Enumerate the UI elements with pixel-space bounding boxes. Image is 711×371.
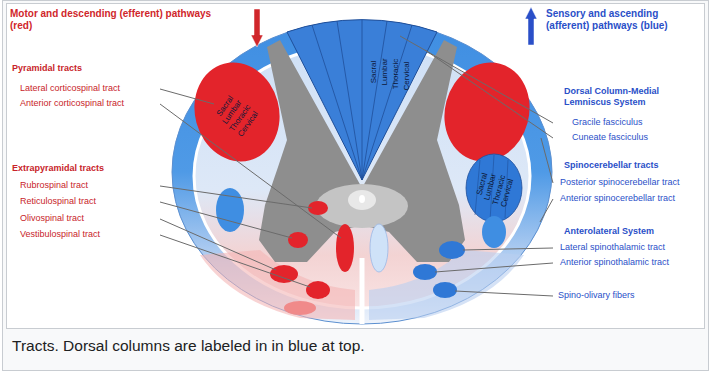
anterior-median-fissure: [362, 258, 363, 324]
tract-label: Vestibulospinal tract: [18, 229, 102, 240]
ventral-tract-areas: [413, 264, 437, 280]
segment-label: Sacral: [368, 61, 379, 84]
tract-group-heading: Dorsal Column-Medial Lemniscus System: [562, 86, 704, 108]
leader-line: [541, 138, 553, 183]
leader-line: [160, 235, 310, 287]
dorsal-columns: [362, 20, 363, 180]
tract-group-heading: Pyramidal tracts: [10, 63, 84, 74]
leader-line: [160, 186, 312, 208]
ventral-tract-areas: [482, 216, 506, 248]
spinothalamic-lamination: [466, 154, 522, 222]
dorsal-columns: [337, 21, 362, 180]
dorsal-columns: [312, 25, 362, 180]
tract-label: Anterior spinothalamic tract: [558, 257, 671, 268]
leader-line: [160, 89, 214, 104]
leader-line: [160, 202, 292, 238]
tract-label: Lateral corticospinal tract: [18, 83, 122, 94]
ventral-tract-areas: [336, 224, 354, 272]
tract-label: Rubrospinal tract: [18, 180, 90, 191]
thumbnail-frame: [3, 1, 709, 371]
tract-label: Gracile fasciculus: [570, 117, 645, 128]
dorsal-columns: [312, 20, 412, 180]
white-matter: [172, 20, 552, 324]
tract-label: Reticulospinal tract: [18, 196, 98, 207]
leader-line: [160, 104, 341, 238]
thumbnail-frame: [3, 1, 709, 371]
segment-label: Thoracic: [390, 59, 401, 90]
ventral-tract-areas: [370, 224, 388, 272]
grey-matter: [348, 190, 376, 210]
leader-line: [540, 199, 553, 222]
grey-matter: [316, 184, 408, 228]
figure-caption: Tracts. Dorsal columns are labeled in in…: [12, 336, 365, 356]
grey-matter: [359, 195, 365, 203]
leader-line: [400, 36, 553, 123]
arrow-swatch: [250, 8, 264, 48]
ventral-tract-areas: [433, 282, 457, 298]
leader-line: [463, 248, 553, 250]
tract-group-heading: Anterolateral System: [562, 226, 656, 237]
ventral-tract-areas: [270, 265, 298, 283]
tract-label: Olivospinal tract: [18, 213, 86, 224]
arrow-swatch: [524, 6, 538, 46]
tract-label: Spino-olivary fibers: [556, 290, 637, 301]
leader-line: [160, 219, 276, 270]
tract-label: Cuneate fasciculus: [570, 132, 650, 143]
dorsal-columns: [362, 25, 412, 180]
white-matter: [172, 20, 552, 324]
tract-label: Anterior corticospinal tract: [18, 98, 126, 109]
anterior-median-fissure: [360, 258, 365, 324]
tract-group-heading: Spinocerebellar tracts: [562, 160, 661, 171]
tract-group-heading: Extrapyramidal tracts: [10, 163, 106, 174]
legend-text: Motor and descending (efferent) pathways…: [10, 8, 225, 32]
ventral-tract-areas: [288, 232, 308, 248]
tract-label: Lateral spinothalamic tract: [558, 242, 667, 253]
spinothalamic-lamination: [466, 154, 522, 222]
dorsal-columns: [362, 21, 387, 180]
arrow-swatch: [525, 7, 537, 45]
leader-line: [425, 50, 553, 138]
arrow-swatch: [251, 9, 263, 47]
leader-line: [160, 36, 553, 296]
ventral-tract-areas: [306, 281, 330, 299]
tract-label: Anterior spinocerebellar tract: [558, 193, 677, 204]
tract-label: Posterior spinocerebellar tract: [558, 177, 682, 188]
ventral-tract-areas: [439, 241, 465, 259]
legend-text: Sensory and ascending (afferent) pathway…: [546, 8, 696, 32]
ventral-tract-areas: [284, 301, 316, 315]
leader-line: [455, 291, 553, 296]
segment-label: Cervical: [401, 62, 412, 91]
segment-label: Lumbar: [379, 58, 390, 85]
thumbnail-frame: [7, 4, 705, 329]
leader-line: [435, 263, 553, 272]
